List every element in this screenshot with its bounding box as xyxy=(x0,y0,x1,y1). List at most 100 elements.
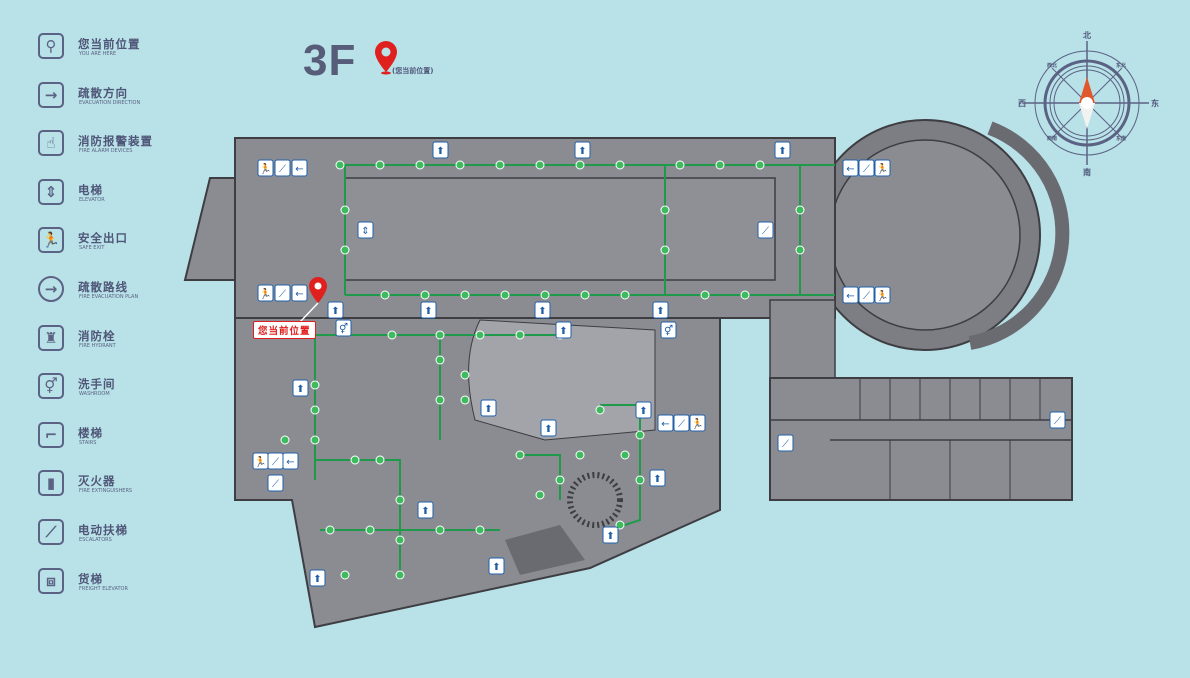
legend-label: 楼梯 xyxy=(78,425,103,440)
evacuation-direction-marker xyxy=(500,290,510,300)
round-hall xyxy=(809,119,1070,351)
evacuation-direction-marker xyxy=(580,290,590,300)
evacuation-direction-marker xyxy=(365,525,375,535)
svg-text:←: ← xyxy=(286,457,294,468)
svg-text:🏃: 🏃 xyxy=(691,417,703,430)
evacuation-direction-marker xyxy=(620,450,630,460)
svg-text:←: ← xyxy=(295,164,303,175)
up-arrow-icon: ⬆ xyxy=(292,379,309,397)
legend-sublabel: FIRE ALARM DEVICES xyxy=(79,148,133,155)
compass-northeast: 东北 xyxy=(1116,63,1127,69)
evacuation-direction-marker xyxy=(795,205,805,215)
washroom-icon: ⚥ xyxy=(660,321,677,339)
up-arrow-icon: ⬆ xyxy=(602,526,619,544)
up-arrow-icon: ⬆ xyxy=(309,569,326,587)
legend-sublabel: STAIRS xyxy=(79,439,97,446)
escalator-icon: ⟋ xyxy=(757,221,774,239)
svg-text:⬆: ⬆ xyxy=(421,506,429,517)
evacuation-direction-marker xyxy=(435,355,445,365)
washroom-icon: ⚥ xyxy=(335,319,352,337)
svg-text:⬆: ⬆ xyxy=(436,146,444,157)
svg-text:←: ← xyxy=(846,164,854,175)
east-wing xyxy=(769,377,1073,501)
evacuation-direction-marker xyxy=(310,435,320,445)
legend-label: 洗手间 xyxy=(78,377,116,392)
legend-sublabel: FIRE EXTINGUISHERS xyxy=(79,488,133,495)
evacuation-direction-marker xyxy=(387,330,397,340)
stairs-icon: ⟋ xyxy=(673,414,690,432)
evacuation-direction-marker xyxy=(395,495,405,505)
evacuation-direction-marker xyxy=(340,245,350,255)
evacuation-direction-marker xyxy=(635,475,645,485)
evacuation-direction-marker xyxy=(515,330,525,340)
evacuation-direction-marker xyxy=(310,380,320,390)
washroom-icon: ⚥ xyxy=(38,373,64,400)
up-arrow-icon: ⬆ xyxy=(488,557,505,575)
evacuation-direction-marker xyxy=(615,160,625,170)
elevator-icon: ⇕ xyxy=(357,221,374,239)
evacuation-direction-marker xyxy=(475,330,485,340)
evacuation-direction-marker xyxy=(540,290,550,300)
up-arrow-icon: ⬆ xyxy=(652,301,669,319)
evacuation-direction-marker xyxy=(460,370,470,380)
legend-sublabel: ELEVATOR xyxy=(79,196,105,203)
svg-text:⬆: ⬆ xyxy=(778,146,786,157)
fire-extinguisher-icon: ▮ xyxy=(38,470,64,497)
evacuation-direction-marker xyxy=(455,160,465,170)
evacuation-direction-marker xyxy=(740,290,750,300)
stairs-icon: ⟋ xyxy=(267,474,284,492)
svg-text:⟋: ⟋ xyxy=(863,291,870,302)
stairs-icon: ⟋ xyxy=(274,284,291,302)
evacuation-direction-marker xyxy=(435,395,445,405)
legend-label: 电动扶梯 xyxy=(78,523,128,537)
svg-text:⇕: ⇕ xyxy=(361,226,369,237)
compass-west: 西 xyxy=(1018,99,1026,108)
evacuation-direction-marker xyxy=(325,525,335,535)
you-are-here-pin-icon xyxy=(309,277,327,303)
up-arrow-icon: ⬆ xyxy=(774,141,791,159)
legend-sublabel: SAFE EXIT xyxy=(79,245,105,252)
up-arrow-icon: ⬆ xyxy=(327,301,344,319)
svg-text:⬆: ⬆ xyxy=(606,531,614,542)
you-are-here-label: 您当前位置 xyxy=(253,321,316,339)
svg-text:⬆: ⬆ xyxy=(484,404,492,415)
fire-hydrant-icon: ♜ xyxy=(38,324,64,351)
compass-northwest: 西北 xyxy=(1047,63,1058,69)
up-arrow-icon: ⬆ xyxy=(432,141,449,159)
running-man-icon: 🏃 xyxy=(257,284,274,302)
stairs-icon: ⟋ xyxy=(777,434,794,452)
running-man-icon: 🏃 xyxy=(257,159,274,177)
legend-sublabel: ESCALATORS xyxy=(79,537,112,543)
evacuation-direction-marker xyxy=(375,160,385,170)
evacuation-direction-marker xyxy=(795,245,805,255)
svg-text:⟋: ⟋ xyxy=(279,289,286,300)
svg-text:🏃: 🏃 xyxy=(259,162,271,175)
svg-text:🏃: 🏃 xyxy=(876,162,888,175)
compass-southwest: 西南 xyxy=(1047,136,1058,142)
stairs-icon: ⟋ xyxy=(858,159,875,177)
svg-text:←: ← xyxy=(846,291,854,302)
evacuation-direction-marker xyxy=(700,290,710,300)
up-arrow-icon: ⬆ xyxy=(420,301,437,319)
legend-label: 疏散路线 xyxy=(78,280,128,294)
svg-text:⬆: ⬆ xyxy=(544,424,552,435)
evacuation-direction-marker xyxy=(395,570,405,580)
evacuation-direction-marker xyxy=(660,205,670,215)
up-arrow-icon: ⬆ xyxy=(417,501,434,519)
svg-text:⟋: ⟋ xyxy=(279,164,286,175)
arrow-right-icon: → xyxy=(38,81,64,108)
evacuation-direction-marker xyxy=(615,520,625,530)
escalator-icon: ⟋ xyxy=(38,519,64,545)
compass-southeast: 东南 xyxy=(1116,136,1127,142)
svg-text:⟋: ⟋ xyxy=(272,457,279,468)
evacuation-direction-marker xyxy=(460,395,470,405)
legend-sublabel: FIRE HYDRANT xyxy=(79,342,116,349)
